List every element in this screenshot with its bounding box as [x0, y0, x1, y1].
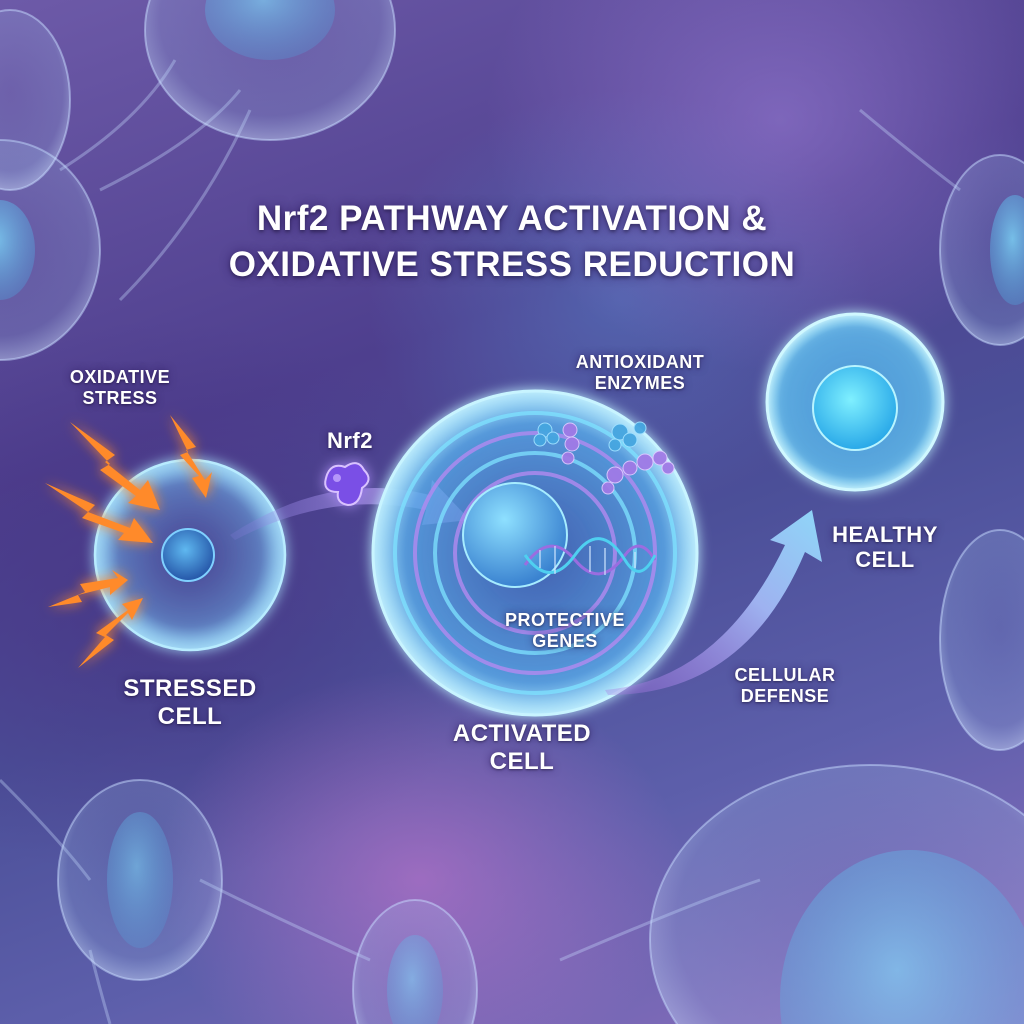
- label-nrf2: Nrf2: [326, 428, 373, 453]
- label-stressed-cell: STRESSED CELL: [123, 675, 257, 730]
- enzyme-molecule-icon: [533, 421, 675, 495]
- page-title: Nrf2 PATHWAY ACTIVATION & OXIDATIVE STRE…: [112, 196, 912, 287]
- oxidative-stress-bolt-icon: [45, 415, 212, 668]
- healthy-cell: [765, 312, 945, 492]
- dna-helix-icon: [523, 537, 657, 576]
- title-line-1: Nrf2 PATHWAY ACTIVATION &: [256, 199, 768, 238]
- label-activated-cell: ACTIVATED CELL: [452, 720, 592, 775]
- title-line-2: OXIDATIVE STRESS REDUCTION: [228, 244, 796, 284]
- label-protective-genes: PROTECTIVE GENES: [504, 610, 625, 651]
- flow-arrow-icon: [605, 510, 822, 695]
- label-antioxidant-enzymes: ANTIOXIDANT ENZYMES: [575, 352, 705, 393]
- nrf2-molecule-icon: [324, 462, 370, 507]
- label-cellular-defense: CELLULAR DEFENSE: [734, 665, 836, 706]
- label-oxidative-stress: OXIDATIVE STRESS: [69, 367, 171, 408]
- label-healthy-cell: HEALTHY CELL: [832, 522, 938, 573]
- bg-cell-top-left: [0, 0, 396, 361]
- stressed-cell: [93, 458, 287, 652]
